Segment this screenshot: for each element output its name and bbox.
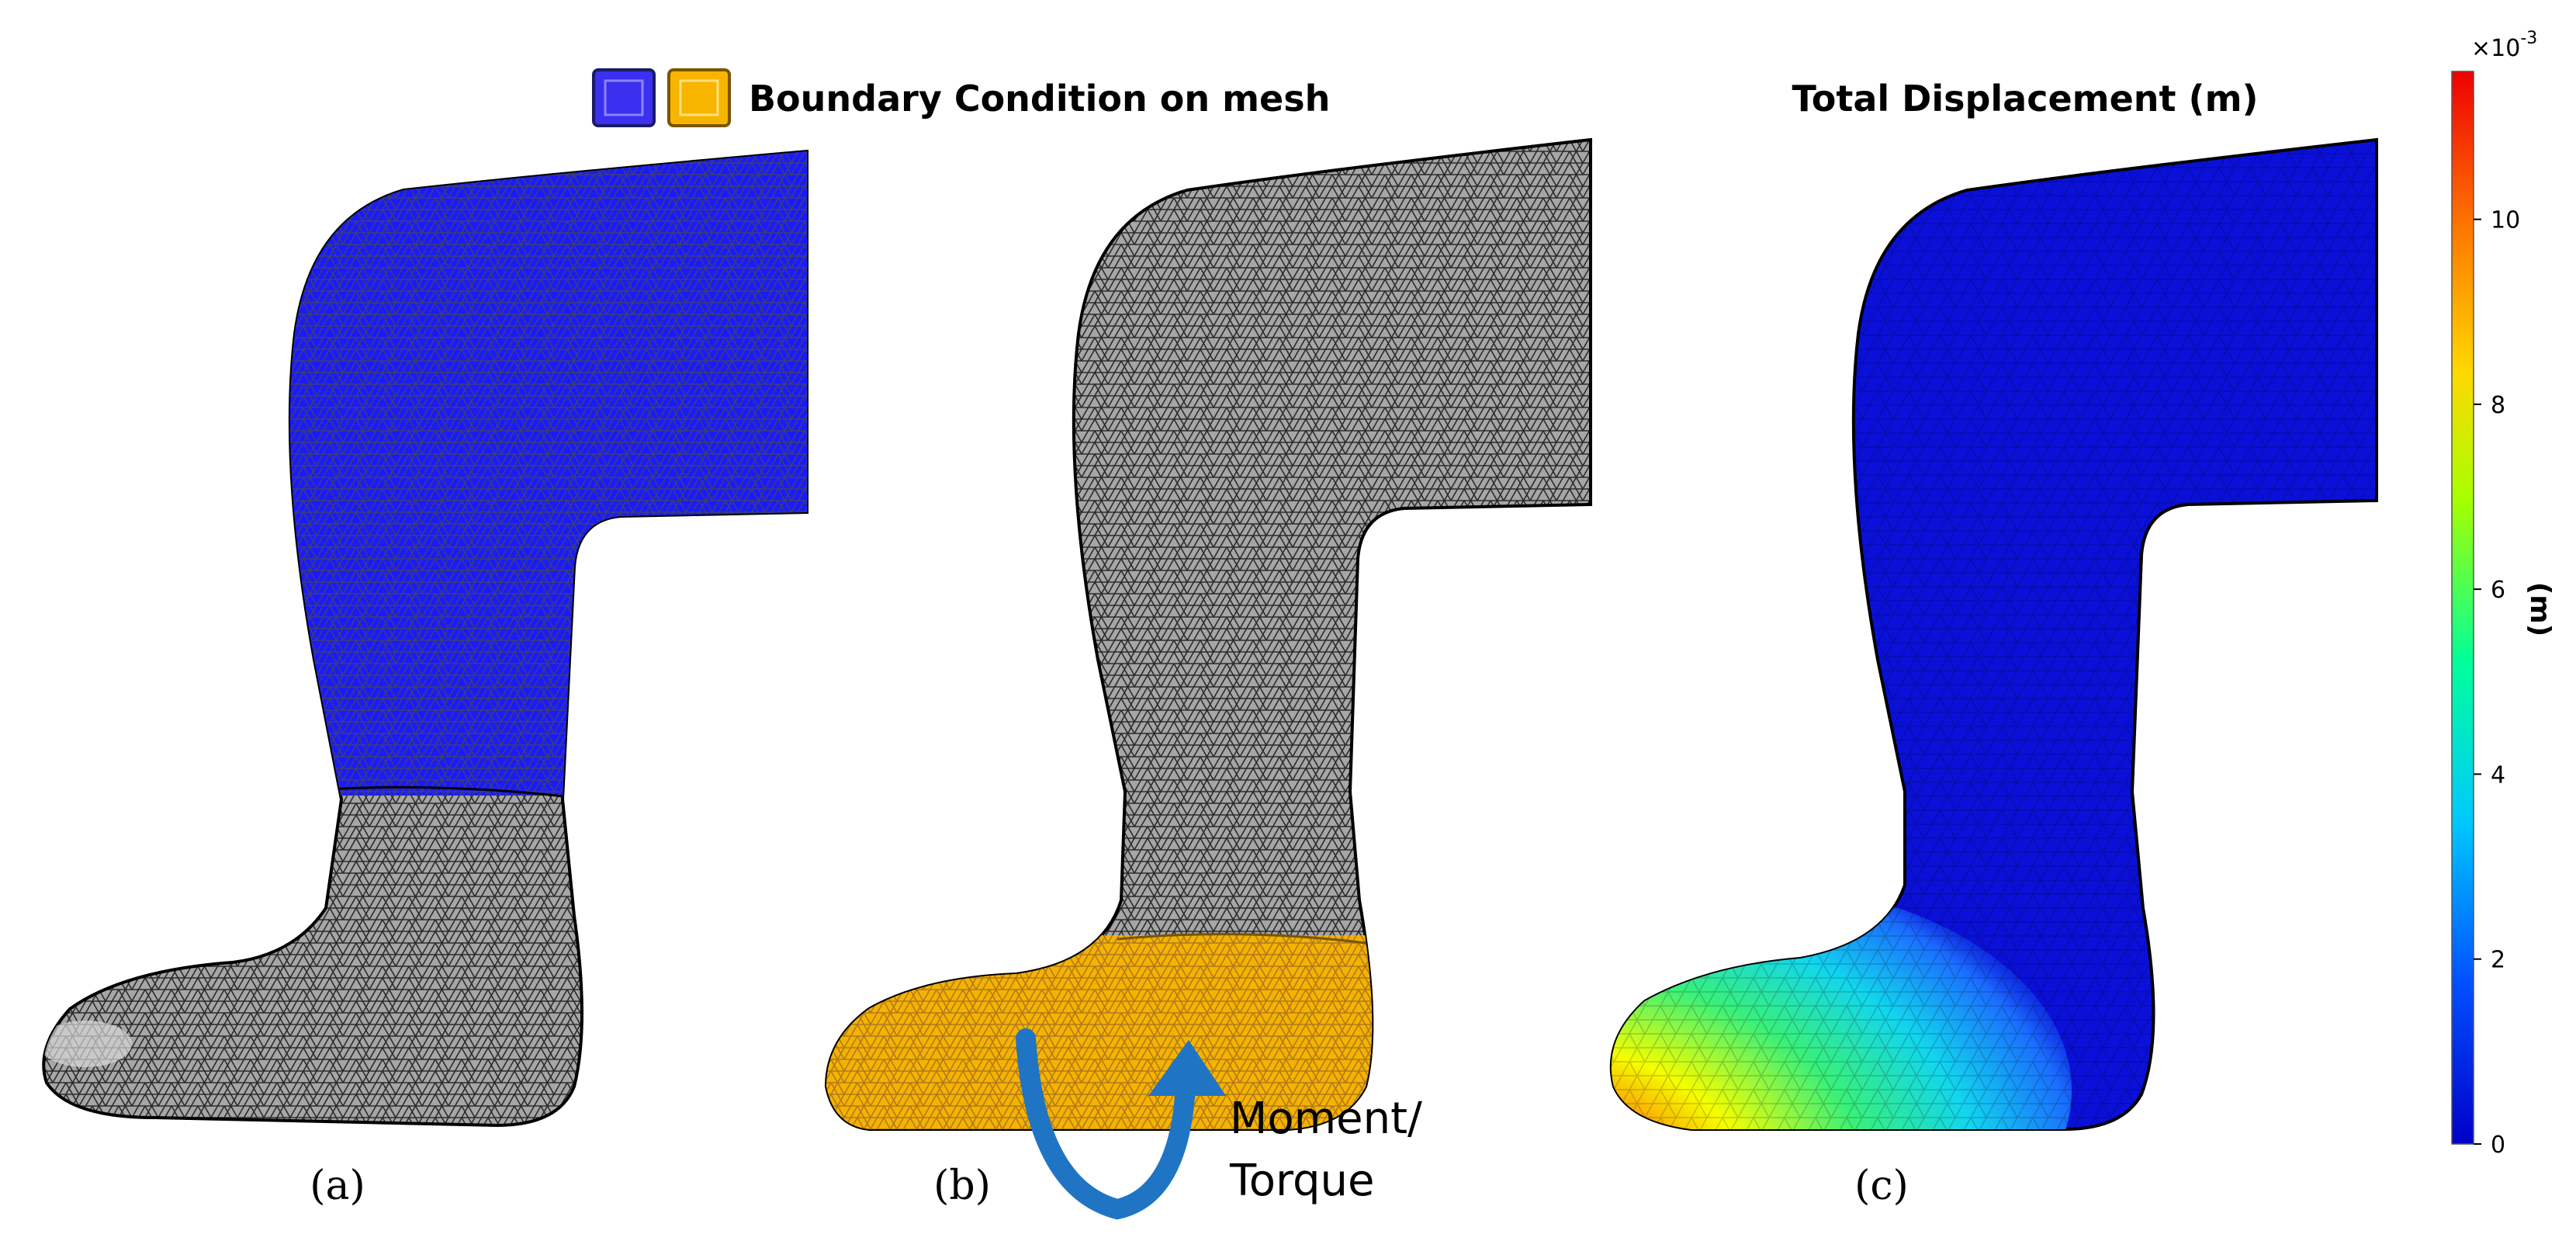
displacement-title: Total Displacement (m) <box>1792 78 2258 120</box>
fixed-region-a <box>233 151 807 796</box>
colorbar-tick-label: 8 <box>2491 392 2505 419</box>
colorbar-tick-label: 2 <box>2491 947 2505 974</box>
colorbar-tick-label: 6 <box>2491 577 2505 604</box>
panel-b: Moment/ Torque (b) <box>825 138 1592 1220</box>
moment-arrow <box>1016 1028 1196 1220</box>
panel-label-b: (b) <box>933 1163 991 1209</box>
legend: Boundary Condition on mesh <box>592 68 1330 127</box>
colorbar-ticks: 0 2 4 6 8 10 <box>2474 207 2520 1159</box>
colorbar-tick-label: 10 <box>2491 207 2520 234</box>
panel-label-c: (c) <box>1854 1163 1909 1209</box>
legend-swatch-fixed <box>592 68 656 127</box>
moment-arrowhead <box>1148 1040 1226 1096</box>
panel-a: (a) <box>42 150 808 1209</box>
moment-label-line2: Torque <box>1229 1156 1374 1206</box>
legend-title: Boundary Condition on mesh <box>749 78 1330 120</box>
colorbar-tick-label: 0 <box>2491 1132 2505 1159</box>
legend-swatch-load <box>667 68 731 127</box>
colorbar-ramp <box>2451 71 2474 1145</box>
panel-label-a: (a) <box>310 1163 365 1209</box>
colorbar-unit-label: (m) <box>2524 582 2556 636</box>
moment-label-line1: Moment/ <box>1230 1094 1422 1144</box>
colorbar-exponent: ×10-3 <box>2471 29 2537 62</box>
colorbar: ×10-3 (m) 0 2 4 6 8 10 <box>2451 29 2556 1159</box>
colorbar-tick-label: 4 <box>2491 761 2505 789</box>
